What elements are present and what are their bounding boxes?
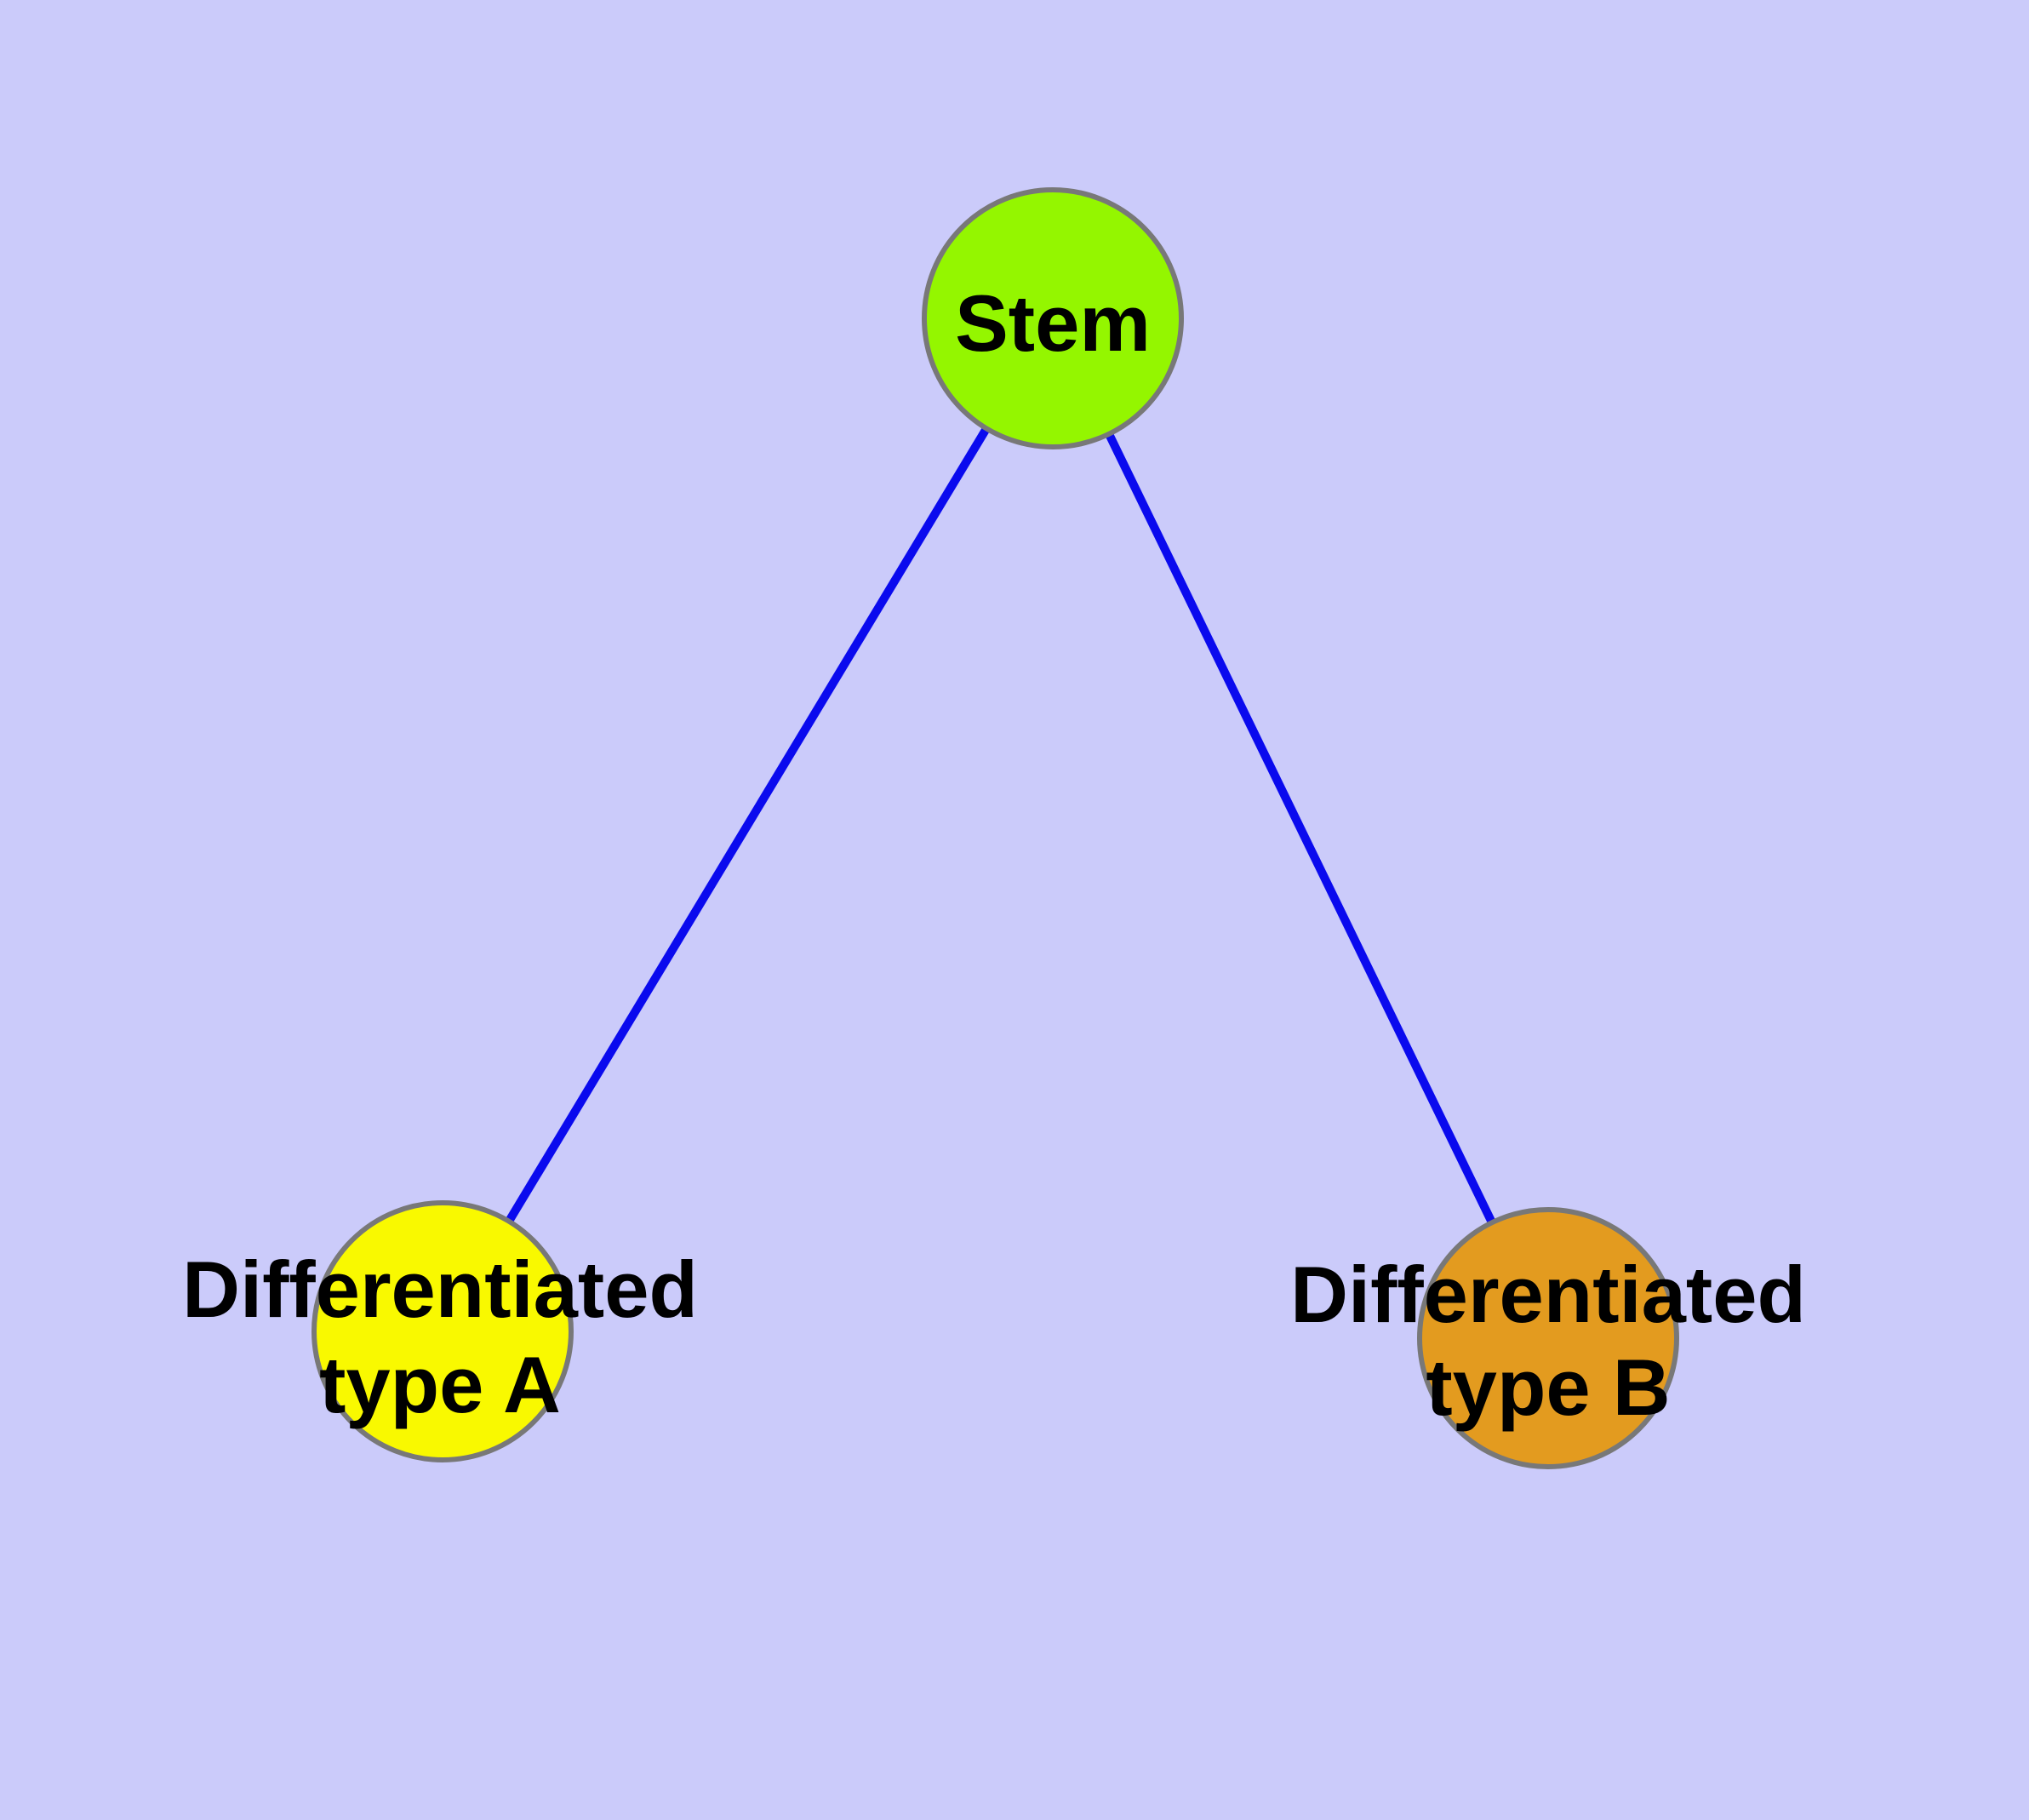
node-type-b-circle <box>1417 1207 1679 1469</box>
edge-stem-to-type-a <box>438 316 1057 1334</box>
edge-stem-to-type-b <box>1049 316 1552 1341</box>
node-type-b-label-line1: Differentiated <box>1290 1250 1806 1339</box>
node-type-a-label-line1: Differentiated <box>182 1245 698 1334</box>
node-type-a: Differentiated type A <box>182 1200 698 1462</box>
node-type-b: Differentiated type B <box>1290 1207 1806 1469</box>
node-stem: Stem <box>922 187 1184 449</box>
node-type-a-circle <box>311 1200 574 1462</box>
node-type-a-label-line2: type A <box>319 1340 561 1429</box>
node-stem-label: Stem <box>955 278 1151 368</box>
node-type-b-label-line2: type B <box>1426 1342 1670 1432</box>
node-stem-circle <box>922 187 1184 449</box>
